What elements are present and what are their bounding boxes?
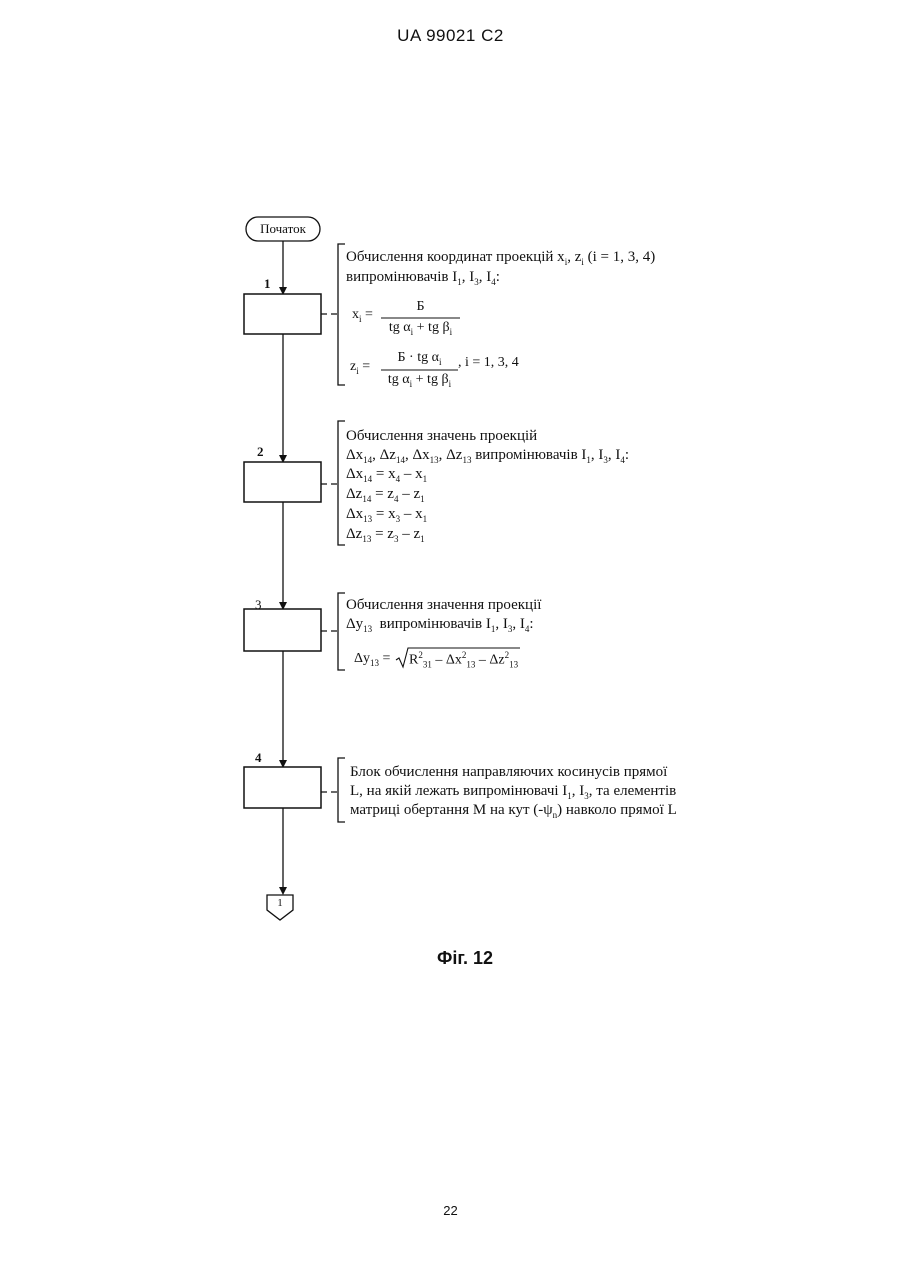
- formula-x-denominator: tg αi + tg βi: [381, 320, 460, 337]
- formula-x-numerator: Б: [381, 299, 460, 315]
- figure-caption: Фіг. 12: [0, 948, 901, 969]
- step-4-line-3: матриці обертання M на кут (-ψn) навколо…: [350, 801, 677, 824]
- start-label: Початок: [246, 217, 320, 241]
- step-number-2: 2: [257, 444, 264, 460]
- step-3-formula: Δy13 =: [354, 651, 390, 668]
- step-number-1: 1: [264, 276, 271, 292]
- step-4-line-1: Блок обчислення направляючих косинусів п…: [350, 763, 667, 781]
- process-box-3: [244, 609, 321, 651]
- step-2-title: Обчислення значень проекцій: [346, 427, 537, 445]
- step-number-3: 3: [255, 597, 262, 613]
- formula-z-tail: , i = 1, 3, 4: [458, 355, 519, 371]
- process-box-1: [244, 294, 321, 334]
- step-3-title: Обчислення значення проекції: [346, 596, 541, 614]
- process-box-4: [244, 767, 321, 808]
- process-box-2: [244, 462, 321, 502]
- step-2-eq-4: Δz13 = z3 – z1: [346, 525, 425, 548]
- formula-z-numerator: Б · tg αi: [381, 350, 458, 367]
- formula-z-lhs: zi =: [350, 359, 370, 376]
- annotation-brackets: [338, 244, 345, 822]
- formula-x-lhs: xi =: [352, 307, 373, 324]
- step-1-line-2: випромінювачів I1, I3, I4:: [346, 268, 500, 291]
- annotation-links: [321, 314, 338, 792]
- step-number-4: 4: [255, 750, 262, 766]
- step-3-formula-radicand: R231 – Δx213 – Δz213: [409, 650, 518, 669]
- step-3-line-2: Δy13 випромінювачів I1, I3, I4:: [346, 615, 534, 638]
- formula-z-denominator: tg αi + tg βi: [381, 372, 458, 389]
- page-number: 22: [0, 1203, 901, 1218]
- connector-label: 1: [266, 897, 294, 909]
